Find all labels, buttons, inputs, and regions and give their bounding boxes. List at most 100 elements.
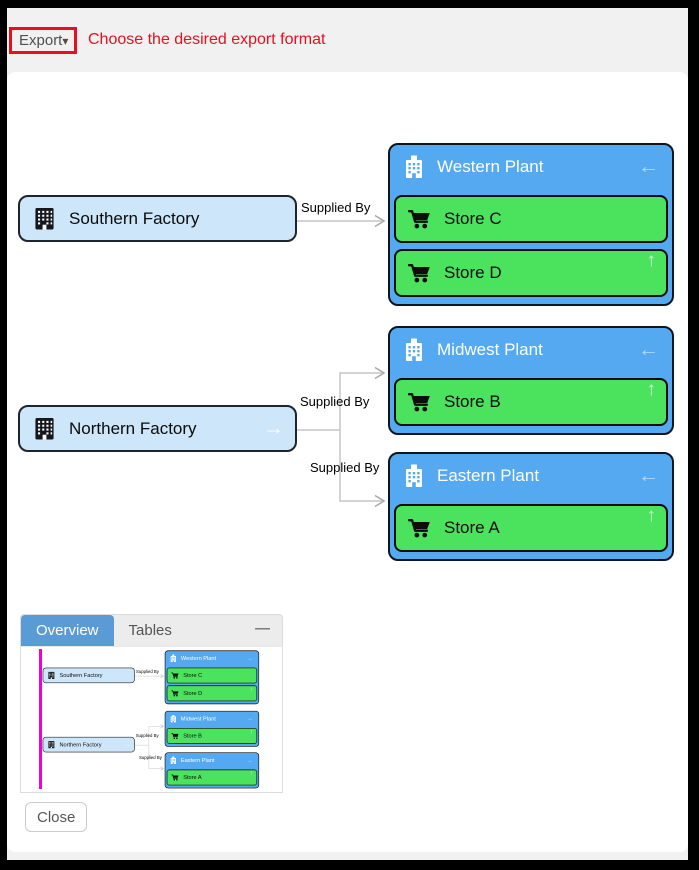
app-page: Export ▾ Choose the desired export forma… [7, 8, 688, 860]
node-label: Store C [183, 672, 203, 679]
node-store-a: Store A ↑ [166, 769, 258, 786]
cart-icon [408, 392, 431, 413]
minimize-icon[interactable]: — [255, 620, 270, 637]
node-label: Southern Factory [59, 672, 103, 679]
group-midwest-plant: Midwest Plant ← Store B ↑ [164, 710, 260, 747]
export-dropdown[interactable]: Export ▾ [9, 27, 77, 54]
up-arrow-icon[interactable]: ↑ [646, 250, 657, 271]
node-southern-factory: Southern Factory [42, 667, 135, 684]
group-title: Midwest Plant [437, 340, 543, 359]
arrowhead-icon [374, 214, 386, 228]
plant-icon [170, 654, 177, 662]
node-label: Store B [444, 392, 501, 411]
group-title: Western Plant [180, 655, 217, 662]
node-label: Store A [183, 774, 202, 781]
back-arrow-icon: ← [247, 654, 255, 663]
group-midwest-plant[interactable]: Midwest Plant ← Store B ↑ [388, 326, 674, 435]
up-arrow-icon: ↑ [250, 769, 254, 777]
plant-icon [170, 756, 177, 764]
node-label: Northern Factory [59, 741, 102, 748]
node-store-c[interactable]: Store C [394, 195, 668, 243]
link-label-supplied-by: Supplied By [301, 200, 371, 215]
forward-arrow-icon: → [123, 740, 131, 749]
node-store-c: Store C [166, 667, 258, 684]
export-dropdown-label: Export [19, 32, 63, 49]
group-header: Midwest Plant ← [390, 328, 672, 372]
diagram: Supplied By Supplied By Supplied By Sout… [39, 647, 261, 789]
node-northern-factory[interactable]: Northern Factory → [18, 405, 297, 452]
group-header: Western Plant ← [390, 145, 672, 189]
node-label: Store D [183, 690, 203, 697]
diagram: Supplied By Supplied By Supplied By Sout… [7, 72, 679, 561]
up-arrow-icon[interactable]: ↑ [646, 505, 657, 526]
back-arrow-icon: ← [247, 756, 255, 764]
group-western-plant: Western Plant ← Store C Store D ↑ [164, 650, 260, 705]
arrowhead-icon [374, 494, 386, 508]
node-southern-factory[interactable]: Southern Factory [18, 195, 297, 242]
up-arrow-icon: ↑ [250, 685, 254, 693]
arrowhead-icon [160, 674, 164, 679]
factory-icon [48, 741, 55, 749]
cart-icon [171, 774, 179, 781]
back-arrow-icon: ← [247, 714, 255, 723]
arrowhead-icon [374, 366, 386, 380]
link-paths [297, 214, 386, 508]
cart-icon [408, 518, 431, 539]
node-label: Store C [444, 209, 502, 228]
toolbar: Export ▾ Choose the desired export forma… [7, 8, 688, 72]
link-northern-branches [297, 372, 382, 502]
link-paths [134, 674, 164, 771]
group-title: Eastern Plant [180, 757, 215, 764]
link-label-supplied-by: Supplied By [310, 460, 380, 475]
node-label: Store B [183, 732, 202, 739]
overview-panel: Overview Tables — Supplied By Suppl [20, 614, 283, 793]
link-northern-branches [134, 726, 163, 769]
forward-arrow-icon[interactable]: → [263, 416, 284, 440]
plant-icon [404, 338, 424, 362]
node-label: Store D [444, 263, 502, 282]
overview-body[interactable]: Supplied By Supplied By Supplied By Sout… [20, 646, 283, 793]
group-eastern-plant[interactable]: Eastern Plant ← Store A ↑ [388, 452, 674, 561]
up-arrow-icon: ↑ [250, 728, 254, 736]
up-arrow-icon[interactable]: ↑ [646, 379, 657, 400]
cart-icon [408, 209, 431, 230]
tab-tables[interactable]: Tables [128, 622, 172, 639]
back-arrow-icon[interactable]: ← [638, 338, 659, 362]
factory-icon [34, 206, 55, 231]
link-label-supplied-by: Supplied By [300, 394, 370, 409]
group-title: Midwest Plant [180, 715, 216, 722]
arrowhead-icon [160, 766, 164, 771]
node-store-a[interactable]: Store A ↑ [394, 504, 668, 552]
annotation-text: Choose the desired export format [88, 31, 326, 48]
plant-icon [170, 714, 177, 723]
plant-icon [404, 464, 424, 488]
node-label: Northern Factory [69, 418, 197, 438]
group-header: Eastern Plant ← [390, 454, 672, 498]
node-store-b[interactable]: Store B ↑ [394, 378, 668, 426]
tab-overview[interactable]: Overview [21, 615, 114, 646]
node-store-b: Store B ↑ [166, 727, 258, 744]
cart-icon [171, 732, 179, 740]
overview-viewport[interactable] [39, 649, 42, 789]
link-label-supplied-by: Supplied By [138, 755, 162, 760]
group-eastern-plant: Eastern Plant ← Store A ↑ [164, 752, 260, 789]
link-label-supplied-by: Supplied By [136, 669, 159, 675]
node-store-d[interactable]: Store D ↑ [394, 249, 668, 297]
plant-icon [404, 155, 424, 179]
factory-icon [34, 416, 55, 441]
close-button[interactable]: Close [25, 802, 88, 832]
group-title: Western Plant [437, 157, 544, 176]
group-header: Eastern Plant ← [165, 753, 258, 768]
arrowhead-icon [160, 724, 164, 729]
group-header: Midwest Plant ← [165, 711, 258, 726]
chevron-down-icon: ▾ [62, 33, 69, 48]
node-label: Store A [444, 518, 500, 537]
cart-icon [171, 672, 179, 679]
group-title: Eastern Plant [437, 466, 540, 485]
node-label: Southern Factory [69, 208, 200, 228]
factory-icon [48, 671, 55, 679]
back-arrow-icon[interactable]: ← [638, 155, 659, 179]
group-western-plant[interactable]: Western Plant ← Store C Store D ↑ [388, 143, 674, 306]
cart-icon [408, 263, 431, 284]
back-arrow-icon[interactable]: ← [638, 464, 659, 488]
